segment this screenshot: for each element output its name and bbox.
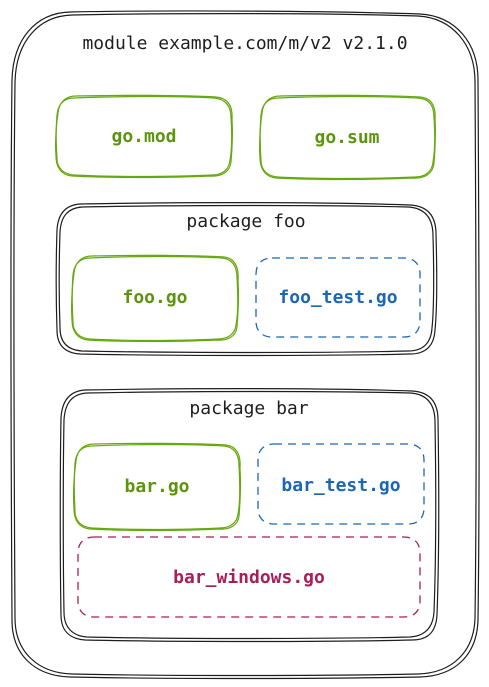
- package-foo-title: package foo: [186, 211, 305, 232]
- bar-windows-file[interactable]: [77, 536, 421, 618]
- package-bar-container: [59, 388, 440, 643]
- package-foo-container: [55, 202, 438, 357]
- package-bar-title: package bar: [189, 398, 308, 419]
- module-title: module example.com/m/v2 v2.1.0: [82, 33, 407, 54]
- foo-test-file[interactable]: [255, 257, 421, 338]
- bar-test-label: bar_test.go: [281, 475, 400, 496]
- bar-go-label: bar.go: [124, 476, 189, 497]
- module-container: [10, 10, 480, 680]
- go-mod-file[interactable]: [55, 94, 234, 179]
- go-sum-label: go.sum: [314, 127, 379, 148]
- go-sum-file[interactable]: [259, 94, 437, 181]
- foo-go-file[interactable]: [71, 254, 240, 343]
- foo-test-label: foo_test.go: [278, 287, 397, 308]
- go-mod-label: go.mod: [111, 126, 176, 147]
- bar-go-file[interactable]: [73, 442, 242, 532]
- foo-go-label: foo.go: [122, 287, 187, 308]
- bar-windows-label: bar_windows.go: [173, 567, 325, 588]
